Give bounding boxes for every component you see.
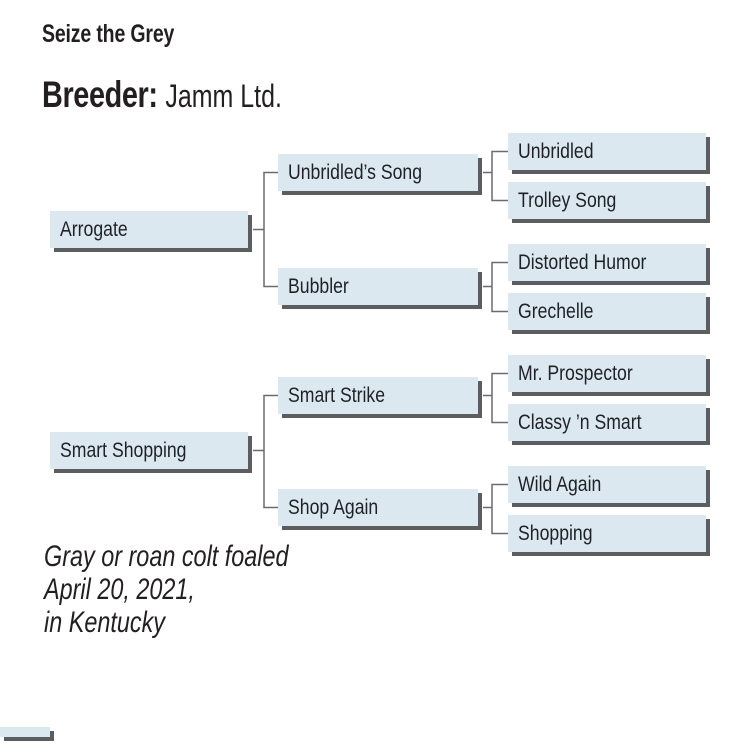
pedigree-node-label: Bubbler [288,274,349,298]
pedigree-node-label: Unbridled [518,139,594,163]
foaling-note: Gray or roan colt foaled April 20, 2021,… [44,540,289,639]
horse-name-title: Seize the Grey [42,20,175,48]
pedigree-node-label: Trolley Song [518,188,617,212]
pedigree-node-label: Smart Strike [288,383,386,407]
pedigree-node-label: Distorted Humor [518,250,647,274]
pedigree-node-sire-sire-dam: Trolley Song [508,182,706,219]
pedigree-node-label: Smart Shopping [60,438,187,462]
pedigree-node-dam-dam-sire: Wild Again [508,466,706,503]
foaling-note-line: Gray or roan colt foaled [44,540,289,573]
foaling-note-line: in Kentucky [44,606,165,639]
pedigree-node-dam-dam-dam: Shopping [508,515,706,552]
pedigree-node-label: Mr. Prospector [518,361,633,385]
pedigree-node-sire-dam: Bubbler [278,268,478,305]
breeder-label: Breeder: [42,74,158,115]
breeder-line: Breeder: Jamm Ltd. [42,74,282,116]
pedigree-node-label: Unbridled’s Song [288,160,423,184]
pedigree-node-dam-sire-dam: Classy ’n Smart [508,404,706,441]
cropped-pedigree-node [0,727,50,737]
pedigree-node-sire-dam-sire: Distorted Humor [508,244,706,281]
pedigree-node-dam-sire-sire: Mr. Prospector [508,355,706,392]
pedigree-node-dam-sire: Smart Strike [278,377,478,414]
pedigree-node-dam-dam: Shop Again [278,489,478,526]
pedigree-node-label: Classy ’n Smart [518,410,642,434]
pedigree-node-sire-sire-sire: Unbridled [508,133,706,170]
pedigree-node-label: Wild Again [518,472,602,496]
pedigree-node-label: Shop Again [288,495,379,519]
foaling-note-line: April 20, 2021, [44,573,195,606]
pedigree-node-sire-dam-dam: Grechelle [508,293,706,330]
pedigree-node-dam: Smart Shopping [50,432,248,469]
breeder-value: Jamm Ltd. [165,78,282,114]
pedigree-node-sire: Arrogate [50,211,248,248]
pedigree-node-sire-sire: Unbridled’s Song [278,154,478,191]
pedigree-node-label: Arrogate [60,217,128,241]
pedigree-node-label: Grechelle [518,299,594,323]
pedigree-node-label: Shopping [518,521,593,545]
